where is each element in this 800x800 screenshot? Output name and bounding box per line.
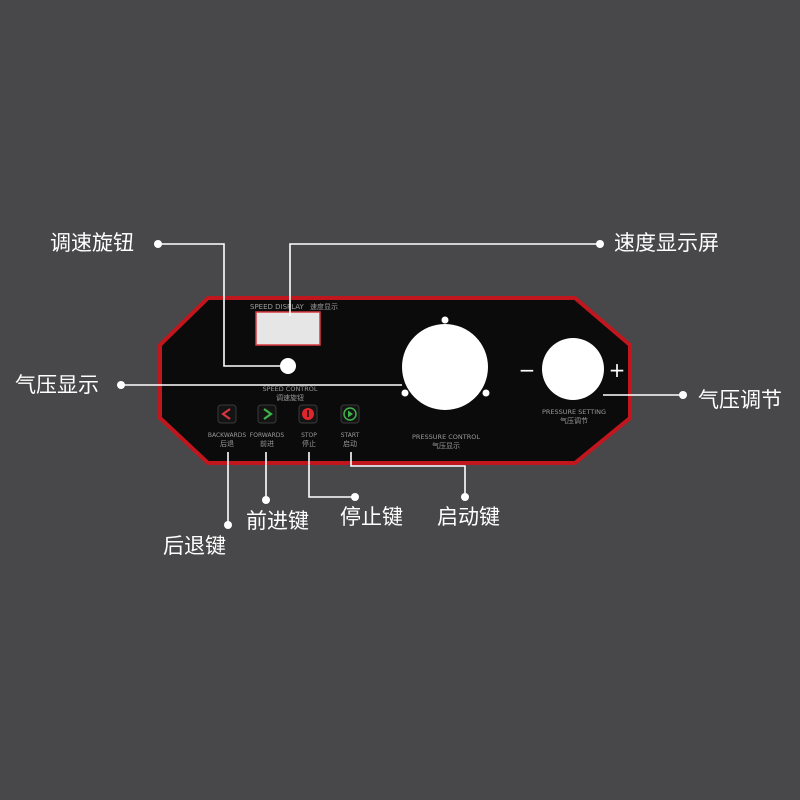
pressure-gauge xyxy=(402,324,488,410)
stop-label: STOP xyxy=(301,432,317,439)
pressure-setting-label: PRESSURE SETTING xyxy=(542,408,606,416)
stop-button[interactable] xyxy=(298,404,318,424)
start-button[interactable] xyxy=(340,404,360,424)
gauge-screw-right xyxy=(482,389,490,397)
pressure-adjust-knob[interactable] xyxy=(542,338,604,400)
backwards-label-cn: 后退 xyxy=(220,439,234,448)
callout-speed-knob: 调速旋钮 xyxy=(50,231,134,255)
gauge-screw-left xyxy=(401,389,409,397)
callout-stop-key: 停止键 xyxy=(340,505,403,529)
speed-display-screen xyxy=(255,311,321,346)
speed-display-label: SPEED DISPLAY xyxy=(250,303,305,311)
callout-pressure-adjust: 气压调节 xyxy=(698,388,782,412)
speed-control-label: SPEED CONTROL xyxy=(262,385,317,393)
callout-pressure-display: 气压显示 xyxy=(15,373,99,397)
chevron-right-icon xyxy=(263,408,273,420)
speed-display-label-cn: 速度显示 xyxy=(310,302,338,311)
callout-forwards-key: 前进键 xyxy=(246,509,309,533)
leader-lines xyxy=(121,243,680,525)
plus-sign: + xyxy=(609,358,626,382)
start-label: START xyxy=(341,432,360,439)
backwards-button[interactable] xyxy=(217,404,237,424)
forwards-label-cn: 前进 xyxy=(260,439,274,448)
gauge-screw-top xyxy=(441,316,449,324)
play-icon xyxy=(348,410,353,418)
leader-dots xyxy=(117,240,687,529)
start-label-cn: 启动 xyxy=(343,439,357,448)
callout-speed-display-screen: 速度显示屏 xyxy=(614,231,719,255)
chevron-left-icon xyxy=(221,408,231,420)
forwards-button[interactable] xyxy=(257,404,277,424)
pressure-setting-label-cn: 气压调节 xyxy=(560,416,588,425)
callout-start-key: 启动键 xyxy=(437,505,500,529)
pressure-control-label: PRESSURE CONTROL xyxy=(412,433,480,441)
backwards-label: BACKWARDS xyxy=(208,432,247,439)
speed-control-label-cn: 调速旋钮 xyxy=(276,393,304,402)
forwards-label: FORWARDS xyxy=(250,432,285,439)
stop-label-cn: 停止 xyxy=(302,439,316,448)
minus-sign: − xyxy=(519,358,536,382)
pressure-control-label-cn: 气压显示 xyxy=(432,441,460,450)
callout-backwards-key: 后退键 xyxy=(163,534,226,558)
speed-knob[interactable] xyxy=(280,358,296,374)
